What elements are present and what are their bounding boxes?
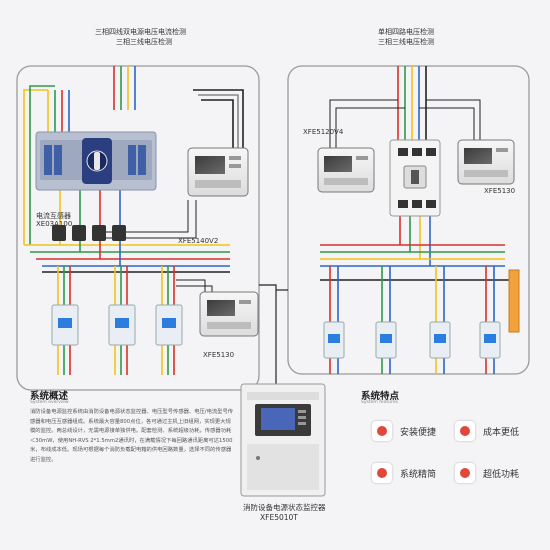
power-icon [455,463,475,483]
module-xfe5120v4 [317,147,375,193]
features-title: 系统特点 [361,391,400,402]
ct-label-line1: 电流互感器 [36,212,71,220]
module-label-xfe5130-left: XFE5130 [203,351,235,359]
system-icon [372,463,392,483]
module-xfe5130-left [199,291,259,337]
module-label-xfe5120v4: XFE5120V4 [303,128,344,136]
left-bus-wires [23,66,288,384]
left-title-line2: 三相三线电压检测 [116,38,172,46]
current-transformer-group [52,225,126,241]
right-bus-wires [320,66,510,374]
left-breakers [51,304,183,346]
terminal-strip [508,269,520,333]
left-title-line1: 三相四线双电源电压电流检测 [95,28,186,36]
right-title-line1: 单相四路电压检测 [378,28,434,36]
feature-label: 系统精简 [400,469,437,480]
module-xfe5140v2 [187,147,249,197]
left-panel-frame [16,65,260,391]
right-breakers [323,321,501,359]
controller-label-line2: XFE5010T [260,513,298,522]
feature-item: 成本更低 [455,421,519,441]
overview-title: 系统概述 [30,391,69,402]
feature-item: 系统精简 [372,463,436,483]
overview-paragraph: 消防设备电源监控系统由消防设备电源状态监控器、电压型号传感器、电压/电流型号传感… [30,409,234,463]
controller-cabinet [240,383,326,497]
overview-subtitle: System overview [30,400,69,405]
ct-label-line2: XE03A100 [36,220,73,228]
main-breaker [389,139,441,217]
right-panel-frame [287,65,530,375]
feature-item: 安装便捷 [372,421,436,441]
feature-item: 超低功耗 [455,463,519,483]
right-title-line2: 三相三线电压检测 [378,38,434,46]
feature-label: 超低功耗 [483,469,520,480]
module-label-xfe5130-right: XFE5130 [484,187,516,195]
install-icon [372,421,392,441]
module-label-xfe5140v2: XFE5140V2 [178,237,219,245]
feature-label: 成本更低 [483,427,520,438]
transfer-switch [35,131,157,191]
controller-label-line1: 消防设备电源状态监控器 [243,503,326,512]
module-xfe5130-right [457,139,515,185]
feature-label: 安装便捷 [400,427,437,438]
cost-icon [455,421,475,441]
features-subtitle: System features [361,400,398,405]
